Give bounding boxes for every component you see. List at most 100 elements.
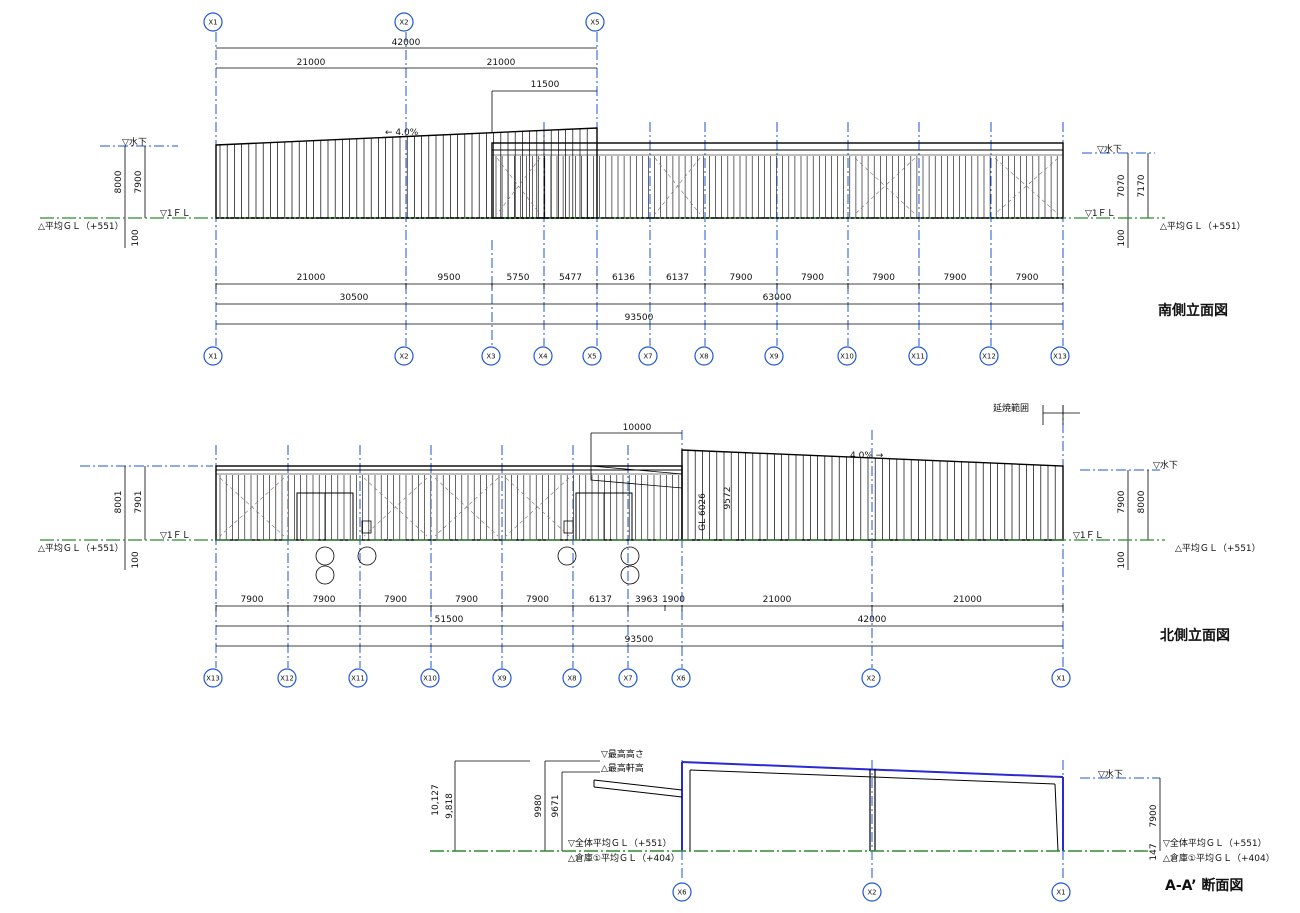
- north-bay-dim: 1900: [662, 595, 685, 605]
- section-grid-lines: [681, 760, 1160, 880]
- south-bottom-grid-bubble: [394, 346, 414, 366]
- north-bottom-grid-bubble-label: X8: [567, 675, 576, 683]
- north-dim-42000: 42000: [858, 615, 887, 625]
- south-elevation: 42000 21000 21000 11500 ← 4.0% ▽水下 ▽1ＦＬ …: [38, 12, 1246, 366]
- north-bay-dim: 21000: [763, 595, 792, 605]
- south-dim-21000-b: 21000: [487, 58, 516, 68]
- south-bottom-grid-bubble: [1050, 346, 1070, 366]
- section-gl-all: ▽全体平均ＧＬ（+551）: [568, 837, 672, 849]
- south-bottom-grid-bubble-label: X3: [486, 353, 495, 361]
- section-level-top: ▽水下: [1098, 768, 1123, 780]
- section-grid-bubble-label: X6: [677, 889, 687, 897]
- section-grid-bubble: [862, 882, 882, 902]
- north-h-inner: 9572: [723, 487, 733, 510]
- section-max-height: ▽最高高さ: [601, 748, 644, 760]
- section-gl-warehouse: △倉庫①平均ＧＬ（+404）: [568, 852, 680, 864]
- north-bottom-grid-bubble-label: X1: [1056, 675, 1065, 683]
- south-bay-dim: 7900: [872, 273, 895, 283]
- north-dim-10000: 10000: [623, 423, 652, 433]
- south-bottom-grid-bubble: [837, 346, 857, 366]
- north-h-7900-right: 7900: [1117, 490, 1127, 513]
- north-building-outline: [215, 449, 1064, 541]
- south-elevation-title: 南側立面図: [1158, 302, 1228, 319]
- north-bottom-grid-bubble-label: X6: [676, 675, 686, 683]
- south-bottom-grid-bubble-label: X10: [840, 353, 854, 361]
- north-bay-dim: 7900: [384, 595, 407, 605]
- north-bay-dim: 7900: [526, 595, 549, 605]
- section-dimension-lines: [454, 760, 1161, 851]
- south-bottom-grid-bubble: [908, 346, 928, 366]
- north-h-8000-right: 8000: [1137, 490, 1147, 513]
- south-gl-left: △平均ＧＬ（+551）: [38, 220, 124, 232]
- section-frame: [593, 761, 1064, 852]
- north-bottom-grid-bubble-label: X9: [497, 675, 506, 683]
- north-bottom-grid-bubble: [277, 668, 297, 688]
- south-level-top: ▽水下: [122, 136, 147, 148]
- north-extension-note: 延焼範囲: [993, 402, 1029, 414]
- south-h-7900: 7900: [134, 170, 144, 193]
- section-title: A-A’ 断面図: [1165, 877, 1243, 894]
- section-h-147: 147: [1149, 843, 1159, 860]
- north-bottom-grid-bubble: [203, 668, 223, 688]
- south-h-100: 100: [131, 229, 141, 246]
- south-bottom-grid-bubble: [694, 346, 714, 366]
- south-h-100-right: 100: [1117, 229, 1127, 246]
- south-wall-ribs-left: [219, 128, 588, 218]
- south-bay-dim: 7900: [730, 273, 753, 283]
- south-bay-dim: 7900: [801, 273, 824, 283]
- section-grid-bubble: [1051, 882, 1071, 902]
- north-detail-marks: [315, 546, 640, 585]
- north-bottom-grid-bubble: [1051, 668, 1071, 688]
- north-h-100: 100: [131, 551, 141, 568]
- north-dim-93500: 93500: [625, 635, 654, 645]
- north-wall-ribs-right: [687, 450, 1056, 540]
- south-bay-dim: 21000: [297, 273, 326, 283]
- north-bottom-grid-bubble-label: X13: [206, 675, 220, 683]
- south-top-grid-bubble: [203, 12, 223, 32]
- section-grid-bubble-label: X1: [1056, 889, 1065, 897]
- south-bracing: [496, 157, 1059, 215]
- north-dimension-lines: [124, 405, 1149, 647]
- north-gl-left: △平均ＧＬ（+551）: [38, 542, 124, 554]
- south-bottom-grid-bubble-label: X12: [982, 353, 996, 361]
- north-h-100-right: 100: [1117, 551, 1127, 568]
- north-level-fl-right: ▽1ＦＬ: [1073, 531, 1104, 541]
- north-grid-lines: [80, 405, 1160, 668]
- south-dim-63000: 63000: [763, 293, 792, 303]
- north-bay-dim: 6137: [589, 595, 612, 605]
- south-top-grid-bubble-label: X2: [399, 19, 408, 27]
- south-bottom-grid-bubble-label: X13: [1053, 353, 1067, 361]
- section-gl-warehouse-right: △倉庫①平均ＧＬ（+404）: [1163, 852, 1275, 864]
- section-h-9980: 9980: [534, 794, 544, 817]
- section-h-7900: 7900: [1149, 804, 1159, 827]
- south-bottom-grid-bubble: [582, 346, 602, 366]
- south-bottom-grid-bubble: [203, 346, 223, 366]
- south-level-fl-right: ▽1ＦＬ: [1085, 209, 1116, 219]
- south-dim-42000: 42000: [392, 38, 421, 48]
- south-top-grid-bubble-label: X1: [208, 19, 217, 27]
- south-dim-30500: 30500: [340, 293, 369, 303]
- north-bottom-grid-bubble-label: X12: [280, 675, 294, 683]
- north-bottom-grid-bubble-label: X11: [351, 675, 365, 683]
- south-bottom-grid-bubble-label: X2: [399, 353, 408, 361]
- north-bay-dim: 21000: [953, 595, 982, 605]
- south-bottom-grid-bubble-label: X8: [699, 353, 708, 361]
- south-bottom-grid-bubble-label: X4: [538, 353, 548, 361]
- south-grid-lines: [100, 32, 1155, 346]
- south-dimension-lines: [124, 47, 1149, 325]
- north-slope-note: 4.0% →: [850, 451, 884, 461]
- south-bottom-grid-bubble-label: X1: [208, 353, 217, 361]
- south-h-8000: 8000: [114, 170, 124, 193]
- south-dim-21000-a: 21000: [297, 58, 326, 68]
- south-bay-dim: 6136: [612, 273, 635, 283]
- south-h-7070: 7070: [1117, 174, 1127, 197]
- north-gl-inner: GL 6026: [698, 493, 708, 531]
- south-slope-note: ← 4.0%: [385, 128, 419, 138]
